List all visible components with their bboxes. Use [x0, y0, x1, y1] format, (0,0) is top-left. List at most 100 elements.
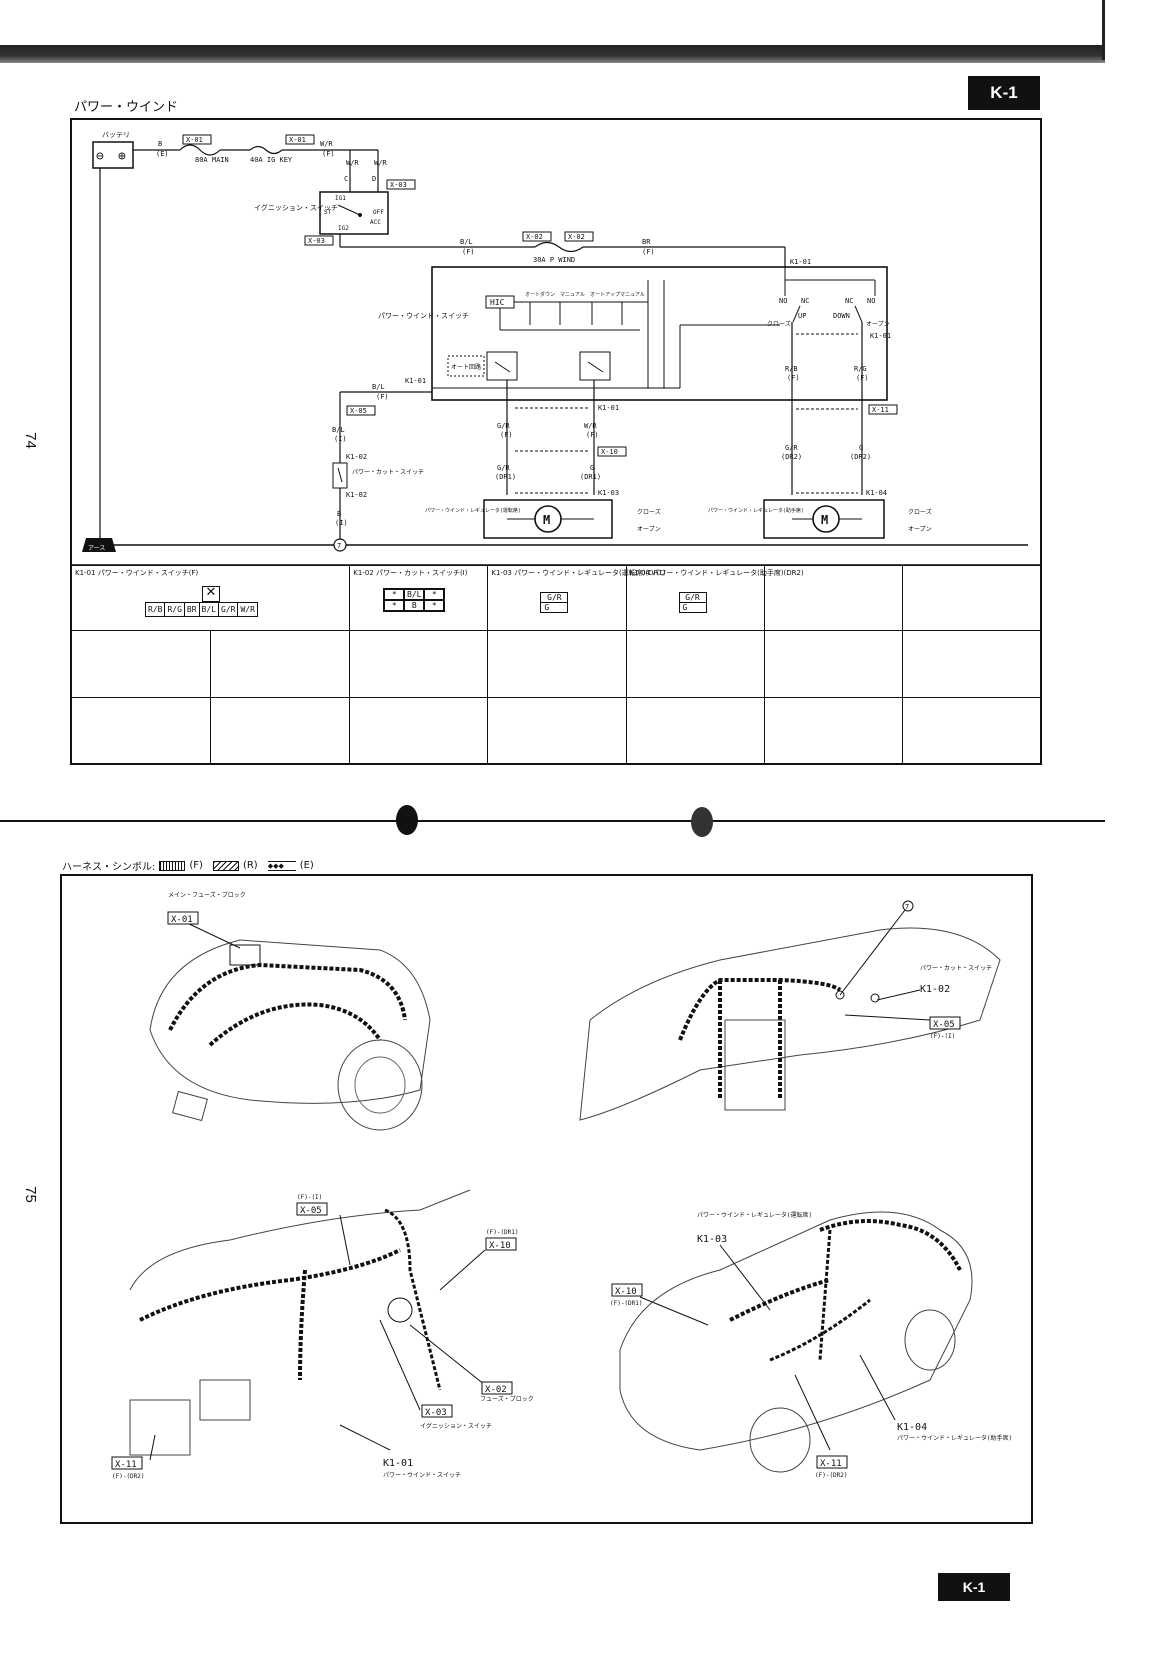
- svg-text:R/B: R/B: [785, 365, 798, 373]
- svg-text:OFF: OFF: [373, 209, 384, 216]
- svg-text:(F)-(DR2): (F)-(DR2): [815, 1472, 848, 1479]
- connector-cell-empty: [210, 697, 351, 765]
- svg-text:オートダウン: オートダウン: [525, 291, 555, 298]
- svg-text:イグニッション・スイッチ: イグニッション・スイッチ: [420, 1422, 492, 1430]
- scan-right-edge: [1102, 0, 1105, 60]
- svg-text:D: D: [372, 175, 376, 183]
- svg-text:オープン: オープン: [637, 526, 661, 533]
- svg-text:G/R: G/R: [497, 422, 510, 430]
- svg-text:パワー・ウインド・レギュレータ(助手席): パワー・ウインド・レギュレータ(助手席): [708, 507, 804, 514]
- svg-text:K1-03: K1-03: [697, 1234, 727, 1245]
- connector-k104-diagram: G/R G: [678, 592, 707, 613]
- svg-text:K1-01: K1-01: [383, 1458, 413, 1469]
- svg-text:NO: NO: [779, 297, 787, 305]
- svg-text:BR: BR: [642, 238, 651, 246]
- svg-text:(DR1): (DR1): [495, 473, 516, 481]
- svg-text:K1-01: K1-01: [790, 258, 811, 266]
- svg-text:(F): (F): [856, 374, 869, 382]
- svg-text:W/R: W/R: [584, 422, 597, 430]
- svg-text:X-03: X-03: [425, 1408, 447, 1418]
- svg-text:(F): (F): [376, 393, 389, 401]
- svg-text:X-10: X-10: [601, 448, 618, 456]
- svg-text:パワー・ウインド・スイッチ: パワー・ウインド・スイッチ: [383, 1471, 461, 1479]
- svg-text:クローズ: クローズ: [637, 508, 661, 516]
- svg-text:K1-02: K1-02: [346, 491, 367, 499]
- svg-text:アース: アース: [88, 545, 105, 552]
- harness-legend-r: (R): [242, 860, 258, 871]
- svg-text:X-03: X-03: [308, 237, 325, 245]
- svg-text:B/L: B/L: [372, 383, 385, 391]
- svg-text:ACC: ACC: [370, 219, 381, 226]
- harness-legend-label: ハーネス・シンボル:: [62, 862, 156, 873]
- svg-text:(F)-(I): (F)-(I): [930, 1033, 955, 1040]
- svg-text:K1-03: K1-03: [598, 489, 619, 497]
- svg-text:X-11: X-11: [820, 1459, 842, 1469]
- svg-text:パワー・カット・スイッチ: パワー・カット・スイッチ: [920, 965, 992, 972]
- pw-switch-box: [431, 266, 888, 401]
- svg-text:K1-02: K1-02: [920, 984, 950, 995]
- svg-text:(DR1): (DR1): [580, 473, 601, 481]
- svg-text:K1-01: K1-01: [405, 377, 426, 385]
- svg-text:(F): (F): [462, 248, 475, 256]
- svg-text:B/L: B/L: [332, 426, 345, 434]
- view-engine-bay: [149, 921, 431, 1131]
- harness-legend-e: (E): [299, 860, 314, 871]
- svg-text:NC: NC: [801, 297, 809, 305]
- svg-text:オープン: オープン: [866, 321, 890, 328]
- connector-cell-empty: [625, 697, 765, 765]
- svg-text:X-01: X-01: [171, 915, 193, 925]
- svg-text:IG2: IG2: [338, 225, 349, 232]
- svg-text:(F): (F): [322, 150, 335, 158]
- connector-table: K1-01 パワー・ウインド・スイッチ(F) ✕ R/B R/G BR B/L …: [70, 565, 1042, 765]
- svg-text:クローズ: クローズ: [767, 320, 791, 328]
- svg-text:DOWN: DOWN: [833, 312, 850, 320]
- svg-text:X-10: X-10: [615, 1287, 637, 1297]
- svg-text:X-01: X-01: [289, 136, 306, 144]
- binding-hole: [691, 807, 713, 837]
- svg-text:(DR2): (DR2): [781, 453, 802, 461]
- binding-hole: [396, 805, 418, 835]
- svg-text:クローズ: クローズ: [908, 508, 932, 516]
- connector-cell-k103: K1-03 パワー・ウインド・レギュレータ(運転席)(DR1) G/R G: [487, 565, 666, 631]
- connector-cell-empty: [763, 630, 903, 698]
- svg-text:W/R: W/R: [374, 159, 387, 167]
- connector-cell-empty: [70, 630, 212, 698]
- svg-text:X-01: X-01: [186, 136, 203, 144]
- svg-text:メイン・フューズ・ブロック: メイン・フューズ・ブロック: [168, 891, 246, 899]
- svg-text:R/G: R/G: [854, 365, 867, 373]
- svg-text:(I): (I): [335, 519, 348, 527]
- page-divider: [0, 820, 1105, 822]
- view-car-body: [619, 1211, 973, 1473]
- svg-text:(F)-(I): (F)-(I): [297, 1194, 322, 1201]
- svg-text:(F)-(DR1): (F)-(DR1): [486, 1229, 519, 1236]
- svg-text:M: M: [821, 513, 828, 527]
- svg-text:80A MAIN: 80A MAIN: [195, 156, 229, 164]
- svg-text:X-05: X-05: [350, 407, 367, 415]
- svg-text:W/R: W/R: [320, 140, 333, 148]
- svg-text:オープン: オープン: [908, 526, 932, 533]
- connector-cell-empty: [901, 630, 1042, 698]
- connector-cell-k102: K1-02 パワー・カット・スイッチ(I) * B/L * * B *: [349, 565, 489, 631]
- connector-cell-k101: K1-01 パワー・ウインド・スイッチ(F) ✕ R/B R/G BR B/L …: [70, 565, 351, 631]
- svg-text:(F): (F): [586, 431, 599, 439]
- svg-text:(F): (F): [500, 431, 513, 439]
- svg-text:(E): (E): [156, 150, 169, 158]
- connector-cell-empty: [763, 697, 903, 765]
- svg-text:X-05: X-05: [300, 1206, 322, 1216]
- battery-plus: ⊕: [118, 149, 126, 164]
- svg-text:(F)-(DR2): (F)-(DR2): [112, 1473, 145, 1480]
- svg-text:K1-01: K1-01: [870, 332, 891, 340]
- svg-text:UP: UP: [798, 312, 806, 320]
- svg-text:C: C: [344, 175, 348, 183]
- svg-text:ST: ST: [324, 209, 332, 216]
- svg-text:(F): (F): [642, 248, 655, 256]
- page-title: パワー・ウインド: [74, 100, 179, 115]
- svg-text:K1-01: K1-01: [598, 404, 619, 412]
- connector-cell-empty: [487, 697, 627, 765]
- connector-cell-k104: K1-04 パワー・ウインド・レギュレータ(助手席)(DR2) G/R G: [625, 565, 804, 631]
- connector-cell-empty: [70, 697, 212, 765]
- connector-k103-diagram: G/R G: [540, 592, 569, 613]
- svg-text:NO: NO: [867, 297, 875, 305]
- connector-cell-empty: [349, 630, 489, 698]
- svg-text:X-02: X-02: [485, 1385, 507, 1395]
